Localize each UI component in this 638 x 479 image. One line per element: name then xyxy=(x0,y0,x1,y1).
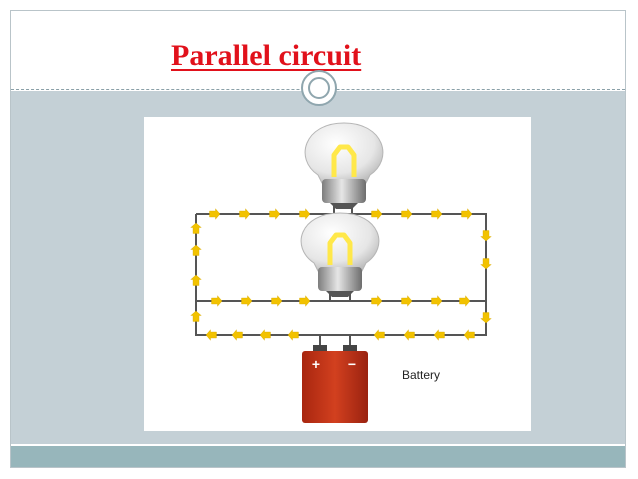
current-arrow xyxy=(480,258,492,270)
current-arrow xyxy=(371,208,383,220)
current-arrow xyxy=(259,329,271,341)
current-arrow xyxy=(299,208,311,220)
slide-frame xyxy=(10,10,626,468)
current-arrow xyxy=(480,312,492,324)
current-arrow xyxy=(241,295,253,307)
current-arrows xyxy=(190,208,492,341)
current-arrow xyxy=(371,295,383,307)
battery-terminal-positive xyxy=(313,345,327,353)
current-arrow xyxy=(271,295,283,307)
divider-ring-ornament xyxy=(301,70,337,106)
battery: + − xyxy=(302,345,368,423)
current-arrow xyxy=(299,295,311,307)
current-arrow xyxy=(373,329,385,341)
current-arrow xyxy=(459,295,471,307)
bulb-top-filament xyxy=(331,144,357,177)
current-arrow xyxy=(287,329,299,341)
divider-ring-inner xyxy=(308,77,330,99)
bulb-top xyxy=(304,122,384,209)
footer-bar xyxy=(11,446,625,467)
battery-negative-sign: − xyxy=(348,356,356,372)
bulb-middle-contact xyxy=(326,291,354,297)
current-arrow xyxy=(269,208,281,220)
slide-title: Parallel circuit xyxy=(171,39,362,72)
current-arrow xyxy=(433,329,445,341)
battery-positive-sign: + xyxy=(312,356,320,372)
bulb-top-glass xyxy=(304,122,384,184)
current-arrow xyxy=(190,274,202,286)
current-arrow xyxy=(431,295,443,307)
bulb-middle-base xyxy=(318,267,362,291)
current-arrow xyxy=(403,329,415,341)
battery-terminal-negative xyxy=(343,345,357,353)
battery-body xyxy=(302,351,368,423)
outer-loop-wire xyxy=(195,213,487,336)
current-arrow xyxy=(209,208,221,220)
bulb-middle-glass xyxy=(300,212,380,272)
current-arrow xyxy=(190,222,202,234)
current-arrow xyxy=(190,244,202,256)
circuit-picture: + − Battery xyxy=(144,117,531,431)
current-arrow xyxy=(231,329,243,341)
bulb-middle xyxy=(300,212,380,297)
bulb-top-contact xyxy=(330,203,358,209)
bulb-middle-filament xyxy=(327,232,353,265)
current-arrow xyxy=(401,295,413,307)
current-arrow xyxy=(463,329,475,341)
current-arrow xyxy=(211,295,223,307)
current-arrow xyxy=(190,310,202,322)
bulb-top-base xyxy=(322,179,366,203)
current-arrow xyxy=(205,329,217,341)
current-arrow xyxy=(431,208,443,220)
parallel-circuit-diagram: + − Battery xyxy=(190,122,492,423)
current-arrow xyxy=(480,230,492,242)
current-arrow xyxy=(239,208,251,220)
current-arrow xyxy=(461,208,473,220)
current-arrow xyxy=(401,208,413,220)
battery-label: Battery xyxy=(402,368,440,382)
